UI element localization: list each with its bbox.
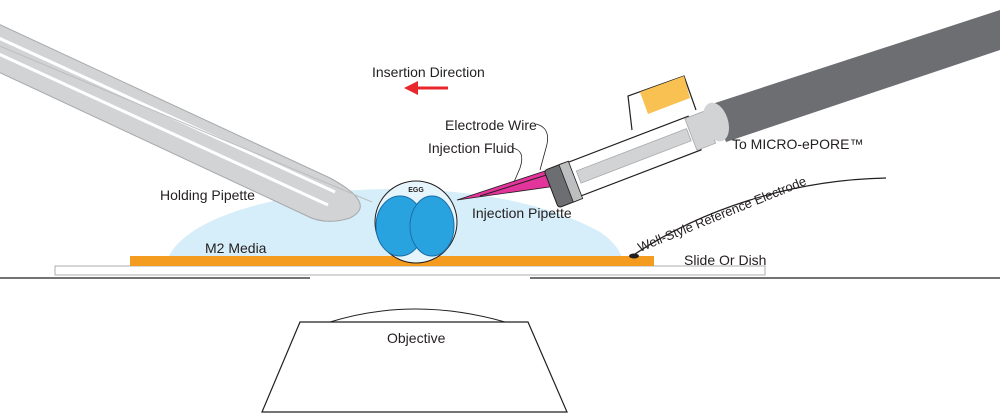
to-micro-epore-label: To MICRO-ePORE™: [732, 136, 863, 152]
injection-fluid-label: Injection Fluid: [428, 140, 514, 156]
reference-electrode-label: Well-Style Reference Electrode: [636, 173, 809, 254]
holding-pipette: [0, 24, 373, 222]
holding-pipette-label: Holding Pipette: [160, 187, 255, 203]
connector-tab: [627, 75, 697, 131]
insertion-direction-label: Insertion Direction: [372, 64, 485, 80]
injection-pipette-label: Injection Pipette: [472, 205, 572, 221]
egg-label: EGG: [408, 187, 424, 194]
objective-label: Objective: [387, 330, 446, 346]
injection-fluid-leader: [511, 147, 523, 183]
electrode-holder: [544, 110, 717, 208]
electrode-wire-label: Electrode Wire: [445, 117, 537, 133]
reference-electrode-wire: [631, 177, 887, 257]
slide-base: [54, 265, 766, 276]
egg: EGG: [374, 180, 458, 264]
left-arrow-icon: [404, 81, 448, 95]
slide-or-dish-label: Slide Or Dish: [684, 252, 766, 268]
electrode-wire-leader: [535, 123, 549, 171]
m2-media-label: M2 Media: [205, 240, 267, 256]
objective: [261, 308, 568, 413]
micro-epore-cable: [712, 10, 1000, 142]
injection-pipette: [456, 169, 557, 201]
slide-or-dish: [130, 256, 654, 266]
